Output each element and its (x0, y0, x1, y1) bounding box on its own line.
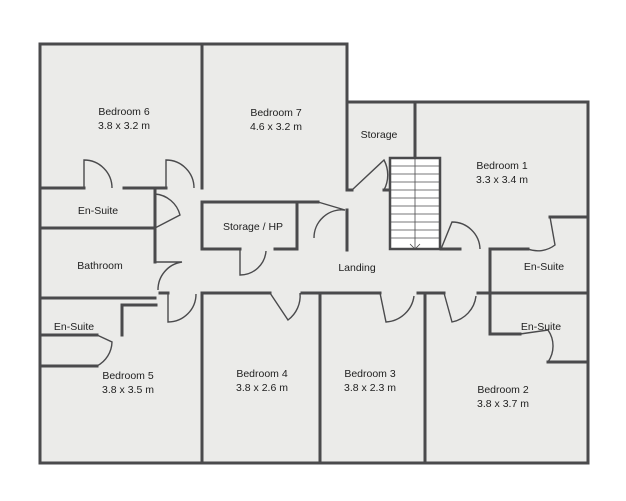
room-labels: Bedroom 6 3.8 x 3.2 m Bedroom 7 4.6 x 3.… (54, 106, 564, 410)
door-swing-bedroom3 (379, 292, 415, 323)
door-swing-storage-hp (239, 249, 267, 276)
floor-area (40, 44, 588, 463)
door-swing-bedroom7 (165, 159, 195, 189)
bedroom2-dims: 3.8 x 3.7 m (477, 398, 529, 410)
ensuite-lower-left-name: En-Suite (54, 321, 94, 333)
bedroom2-name: Bedroom 2 (477, 384, 529, 396)
door-swing-bedroom1 (440, 221, 481, 250)
door-swing-storage-top (351, 158, 389, 191)
storage-hp-name: Storage / HP (223, 221, 283, 233)
door-swing-bathroom (155, 261, 183, 291)
ensuite-left-name: En-Suite (78, 205, 118, 217)
door-swing-bedroom5 (167, 293, 197, 323)
walls (38, 42, 590, 465)
door-swing-bedroom2 (443, 292, 477, 323)
door-swing-ensuite-right2 (519, 329, 554, 363)
door-swing-bedroom7-landing (313, 201, 346, 239)
door-swing-ensuite-left (154, 193, 181, 229)
bedroom1-dims: 3.3 x 3.4 m (476, 174, 528, 186)
bedroom5-name: Bedroom 5 (102, 370, 154, 382)
bedroom5-dims: 3.8 x 3.5 m (102, 384, 154, 396)
door-swing-bedroom4 (269, 292, 301, 322)
storage-top-name: Storage (361, 129, 398, 141)
bedroom7-dims: 4.6 x 3.2 m (250, 121, 302, 133)
bedroom4-name: Bedroom 4 (236, 368, 288, 380)
ensuite-right2-name: En-Suite (521, 321, 561, 333)
bedroom3-name: Bedroom 3 (344, 368, 396, 380)
bedroom3-dims: 3.8 x 2.3 m (344, 382, 396, 394)
landing-name: Landing (338, 262, 376, 274)
bedroom1-name: Bedroom 1 (476, 160, 528, 172)
ensuite-right1-name: En-Suite (524, 261, 564, 273)
bedroom4-dims: 3.8 x 2.6 m (236, 382, 288, 394)
doors (83, 158, 556, 367)
door-swing-ensuite-right1 (527, 216, 556, 252)
bedroom6-name: Bedroom 6 (98, 106, 150, 118)
bathroom-name: Bathroom (77, 260, 123, 272)
door-swing-ensuite-lower-left (96, 334, 113, 367)
door-swing-bedroom6 (83, 159, 113, 189)
bedroom6-dims: 3.8 x 3.2 m (98, 120, 150, 132)
bedroom7-name: Bedroom 7 (250, 107, 302, 119)
staircase (388, 156, 442, 251)
